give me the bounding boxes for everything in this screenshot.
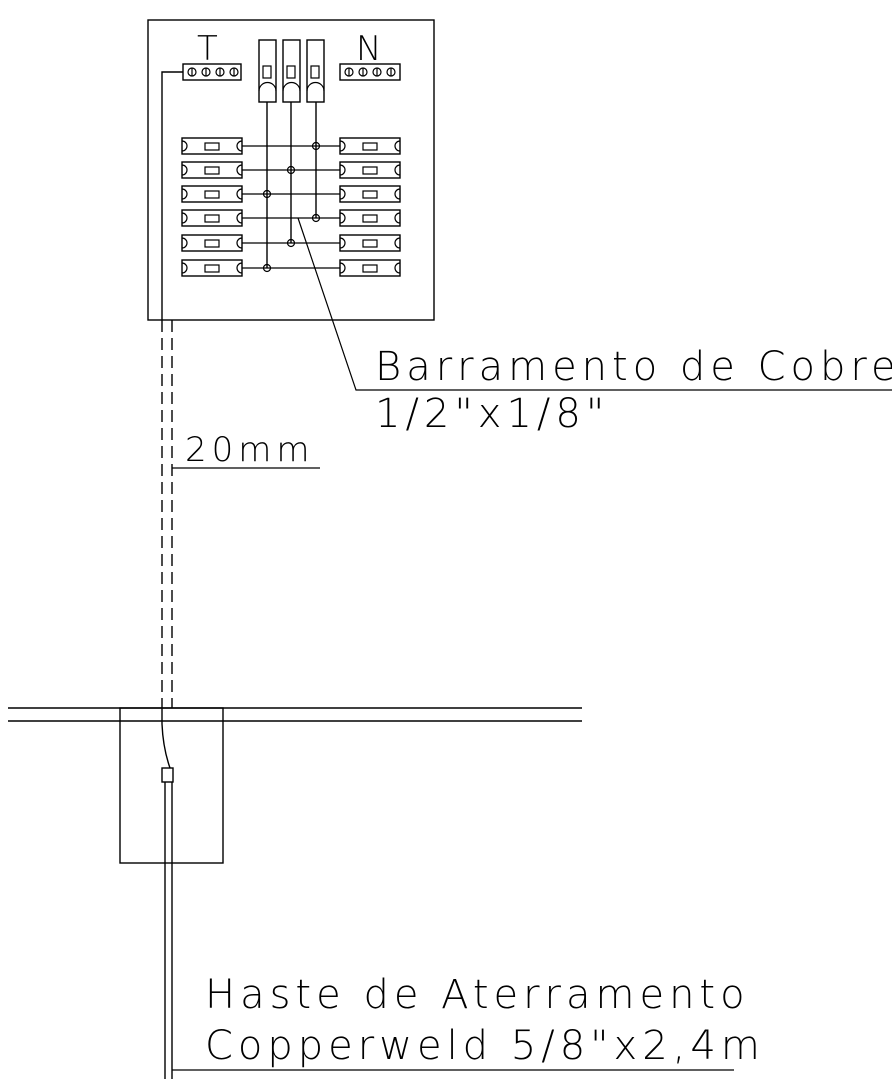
branch-breaker	[181, 161, 243, 179]
branch-breaker	[339, 234, 401, 252]
rod-clamp	[161, 767, 174, 783]
branch-breaker	[339, 161, 401, 179]
branch-breaker	[181, 137, 243, 155]
main-breaker	[306, 39, 325, 103]
neutral-bar-screws	[344, 67, 396, 77]
branch-breakers-right	[339, 137, 401, 277]
conduit-size-label: 20mm	[185, 430, 315, 470]
branch-breaker	[339, 137, 401, 155]
branch-breakers-left	[181, 137, 243, 277]
branch-breaker	[181, 234, 243, 252]
busbar-label-line1: Barramento de Cobre	[375, 344, 892, 390]
rod-label-line1: Haste de Aterramento	[205, 972, 750, 1018]
neutral-bar-label: N	[356, 29, 381, 69]
main-breaker	[282, 39, 301, 103]
panel-enclosure	[147, 19, 435, 321]
main-breaker	[258, 39, 277, 103]
branch-breaker	[181, 209, 243, 227]
ground-conductor	[161, 71, 183, 320]
branch-breaker	[339, 209, 401, 227]
busbar-leader	[297, 217, 892, 391]
ground-bar-screws	[187, 67, 239, 77]
busbar-label-line2: 1/2"x1/8"	[375, 391, 609, 437]
rod-label-line2: Copperweld 5/8"x2,4m	[205, 1023, 765, 1069]
ground-conductor-lower	[161, 708, 171, 769]
ground-bar-label: T	[197, 29, 218, 69]
bus-connections	[242, 141, 340, 273]
branch-breaker	[339, 259, 401, 277]
branch-breaker	[181, 259, 243, 277]
branch-breaker	[181, 185, 243, 203]
branch-breaker	[339, 185, 401, 203]
neutral-bar	[339, 63, 401, 81]
